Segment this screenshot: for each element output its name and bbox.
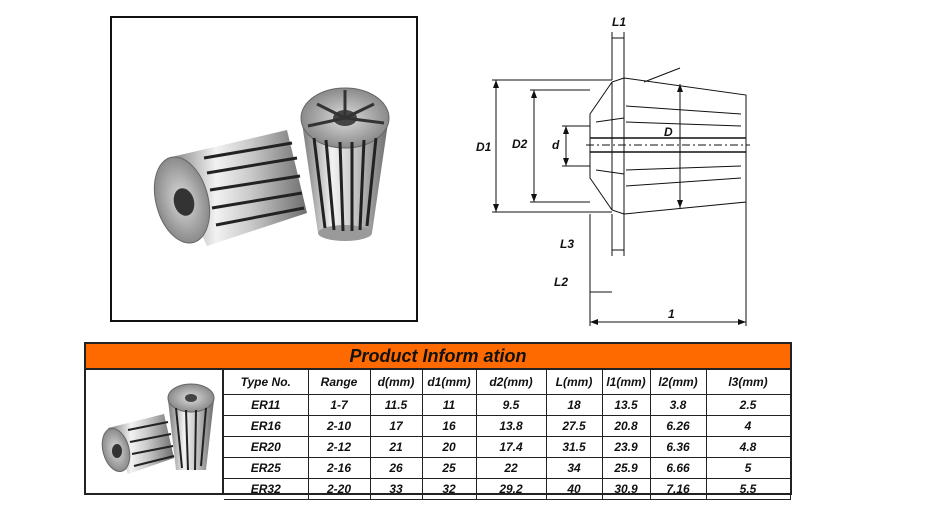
table-row: ER11 1-7 11.5 11 9.5 18 13.5 3.8 2.5 <box>224 394 791 416</box>
label-D: D <box>664 125 673 139</box>
cell: 9.5 <box>475 394 547 416</box>
cell: 26 <box>369 457 423 479</box>
cell: 20 <box>421 436 477 458</box>
label-D1: D1 <box>476 140 492 154</box>
cell: 18 <box>545 394 603 416</box>
label-d: d <box>552 138 560 152</box>
cell: 29.2 <box>475 478 547 500</box>
cell: ER25 <box>224 457 309 479</box>
table-row: ER32 2-20 33 32 29.2 40 30.9 7.16 5.5 <box>224 478 791 500</box>
cell: 40 <box>545 478 603 500</box>
cell: 33 <box>369 478 423 500</box>
header-l2: l2(mm) <box>649 370 707 395</box>
header-type-no: Type No. <box>224 370 309 395</box>
cell: 13.8 <box>475 415 547 437</box>
cell: 4.8 <box>705 436 791 458</box>
collet-tilted-image <box>153 130 307 246</box>
cell: 6.26 <box>649 415 707 437</box>
collet-photo <box>153 87 390 246</box>
collet-upright-image <box>300 87 390 241</box>
spec-table-header-row: Type No. Range d(mm) d1(mm) d2(mm) L(mm)… <box>224 370 791 395</box>
label-D2: D2 <box>512 137 528 151</box>
cell: 3.8 <box>649 394 707 416</box>
cell: 22 <box>475 457 547 479</box>
header-d: d(mm) <box>369 370 423 395</box>
cell: 11.5 <box>369 394 423 416</box>
cell: 6.66 <box>649 457 707 479</box>
cell: 5 <box>705 457 791 479</box>
cell: 1-7 <box>307 394 371 416</box>
cell: ER32 <box>224 478 309 500</box>
cell: 17 <box>369 415 423 437</box>
technical-drawing: D1 D2 d D L1 L3 L2 1 <box>466 10 766 335</box>
spec-table: Type No. Range d(mm) d1(mm) d2(mm) L(mm)… <box>224 370 791 500</box>
header-d1: d1(mm) <box>421 370 477 395</box>
cell: 2-12 <box>307 436 371 458</box>
label-L1: L1 <box>612 15 626 29</box>
cell: 25 <box>421 457 477 479</box>
cell: 7.16 <box>649 478 707 500</box>
cell: 32 <box>421 478 477 500</box>
header-l3: l3(mm) <box>705 370 791 395</box>
cell: 6.36 <box>649 436 707 458</box>
cell: 11 <box>421 394 477 416</box>
cell: 30.9 <box>601 478 651 500</box>
product-info-panel: Product Inform ation Type No. Rang <box>84 342 792 500</box>
cell: 21 <box>369 436 423 458</box>
cell: 27.5 <box>545 415 603 437</box>
header-L: L(mm) <box>545 370 603 395</box>
cell: 2-16 <box>307 457 371 479</box>
cell: 34 <box>545 457 603 479</box>
product-photo-frame <box>110 16 418 322</box>
cell: 2-10 <box>307 415 371 437</box>
cell: 2.5 <box>705 394 791 416</box>
cell: 31.5 <box>545 436 603 458</box>
table-row: ER25 2-16 26 25 22 34 25.9 6.66 5 <box>224 457 791 479</box>
label-L3: L3 <box>560 237 574 251</box>
header-d2: d2(mm) <box>475 370 547 395</box>
cell: 5.5 <box>705 478 791 500</box>
label-l: 1 <box>668 307 675 321</box>
cell: 4 <box>705 415 791 437</box>
cell: 17.4 <box>475 436 547 458</box>
cell: 20.8 <box>601 415 651 437</box>
table-row: ER20 2-12 21 20 17.4 31.5 23.9 6.36 4.8 <box>224 436 791 458</box>
cell: 13.5 <box>601 394 651 416</box>
header-l1: l1(mm) <box>601 370 651 395</box>
product-thumbnail <box>86 370 224 493</box>
cell: 25.9 <box>601 457 651 479</box>
collet-thumbnail-image <box>101 383 215 474</box>
product-info-title: Product Inform ation <box>86 344 790 370</box>
cell: 16 <box>421 415 477 437</box>
cell: ER11 <box>224 394 309 416</box>
cell: ER20 <box>224 436 309 458</box>
cell: 23.9 <box>601 436 651 458</box>
label-L2: L2 <box>554 275 568 289</box>
collet-dimension-diagram: D1 D2 d D L1 L3 L2 1 <box>476 15 750 326</box>
cell: ER16 <box>224 415 309 437</box>
header-range: Range <box>307 370 371 395</box>
table-row: ER16 2-10 17 16 13.8 27.5 20.8 6.26 4 <box>224 415 791 437</box>
cell: 2-20 <box>307 478 371 500</box>
